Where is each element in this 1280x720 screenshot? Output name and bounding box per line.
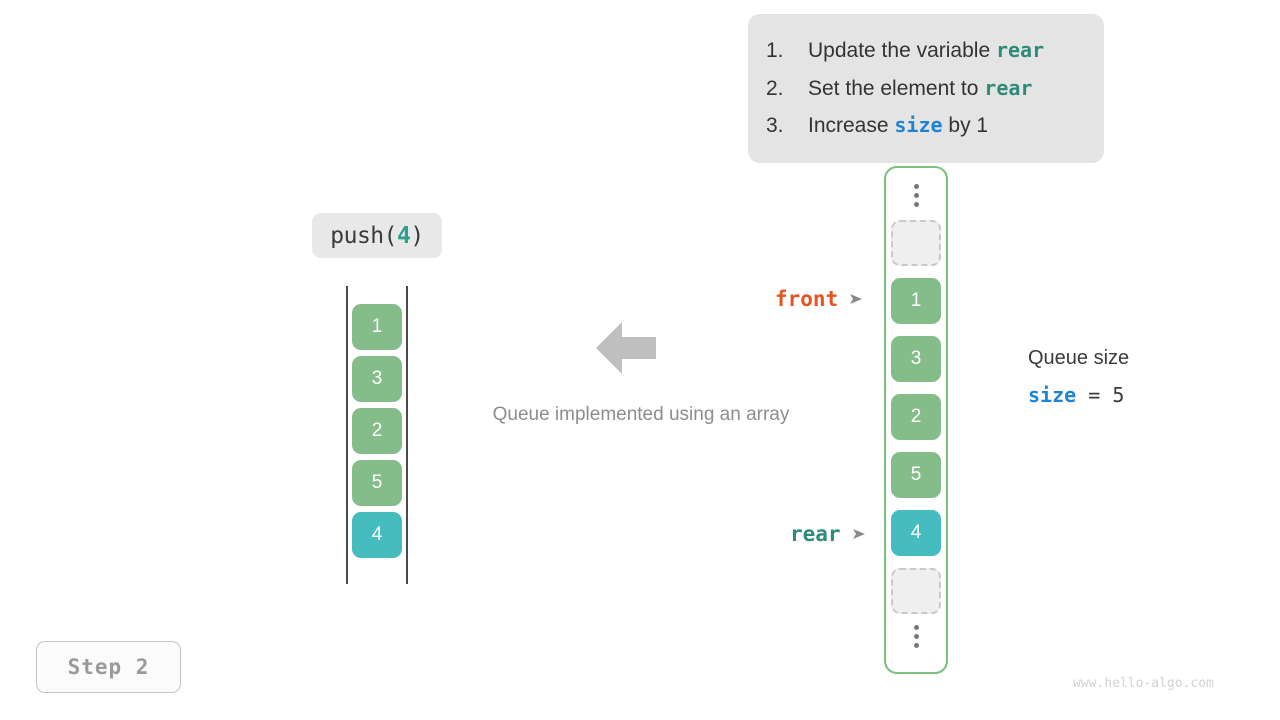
operation-close-paren: ) <box>410 222 424 249</box>
memory-cell: 4 <box>891 510 941 556</box>
instruction-item: 3. Increase size by 1 <box>766 107 1084 145</box>
instruction-number: 3. <box>766 114 784 137</box>
array-view: 1 3 2 5 4 <box>346 286 408 584</box>
instruction-keyword: rear <box>995 38 1045 62</box>
operation-name: push( <box>330 222 398 249</box>
queue-size-readout: Queue size size = 5 <box>1028 344 1129 408</box>
instruction-text-pre: Increase <box>808 114 895 137</box>
instruction-number: 1. <box>766 39 784 62</box>
array-right-bar <box>406 286 408 584</box>
instruction-item: 2. Set the element to rear <box>766 70 1084 108</box>
memory-cell-list: 1 3 2 5 4 <box>891 220 941 614</box>
size-value: 5 <box>1112 383 1125 407</box>
step-badge: Step 2 <box>36 641 181 693</box>
array-cell-list: 1 3 2 5 4 <box>352 304 402 564</box>
rear-pointer-text: rear <box>790 522 841 546</box>
memory-cell: 3 <box>891 336 941 382</box>
instruction-keyword: size <box>894 113 943 137</box>
instruction-list: 1. Update the variable rear 2. Set the elem… <box>766 32 1084 145</box>
memory-cell-empty-slot <box>891 220 941 266</box>
vertical-ellipsis-icon <box>913 625 919 648</box>
size-variable-name: size <box>1028 383 1077 407</box>
instruction-text: Increase size by 1 <box>808 107 988 145</box>
memory-cell: 2 <box>891 394 941 440</box>
instruction-text-pre: Update the variable <box>808 39 996 62</box>
array-cell: 5 <box>352 460 402 506</box>
memory-cell-empty-slot <box>891 568 941 614</box>
array-cell: 1 <box>352 304 402 350</box>
instruction-keyword: rear <box>984 75 1033 100</box>
queue-size-title: Queue size <box>1028 347 1130 369</box>
instruction-text-pre: Set the element to <box>808 76 985 100</box>
operation-argument: 4 <box>397 222 411 249</box>
queue-size-expression: size = 5 <box>1028 382 1129 408</box>
array-left-bar <box>346 286 348 584</box>
array-cell: 4 <box>352 512 402 558</box>
pointer-arrow-icon <box>848 292 864 306</box>
operation-badge: push(4) <box>312 213 442 258</box>
vertical-ellipsis-icon <box>913 184 919 207</box>
left-arrow-icon <box>596 320 656 376</box>
instruction-item: 1. Update the variable rear <box>766 32 1084 70</box>
instruction-text: Update the variable rear <box>808 32 1044 70</box>
array-cell: 3 <box>352 356 402 402</box>
memory-cell: 5 <box>891 452 941 498</box>
pointer-arrow-icon <box>851 527 867 541</box>
instruction-number: 2. <box>766 76 784 100</box>
front-pointer-text: front <box>775 287 839 311</box>
front-pointer-label: front <box>775 287 864 311</box>
rear-pointer-label: rear <box>790 522 867 546</box>
watermark: www.hello-algo.com <box>1073 676 1214 691</box>
array-cell: 2 <box>352 408 402 454</box>
instruction-text: Set the element to rear <box>808 70 1032 108</box>
instruction-text-post: by 1 <box>942 114 989 137</box>
instruction-card: 1. Update the variable rear 2. Set the elem… <box>748 14 1104 163</box>
diagram-caption: Queue implemented using an array <box>492 404 790 425</box>
memory-view: 1 3 2 5 4 <box>884 166 948 674</box>
memory-cell: 1 <box>891 278 941 324</box>
size-operator: = <box>1088 383 1101 407</box>
